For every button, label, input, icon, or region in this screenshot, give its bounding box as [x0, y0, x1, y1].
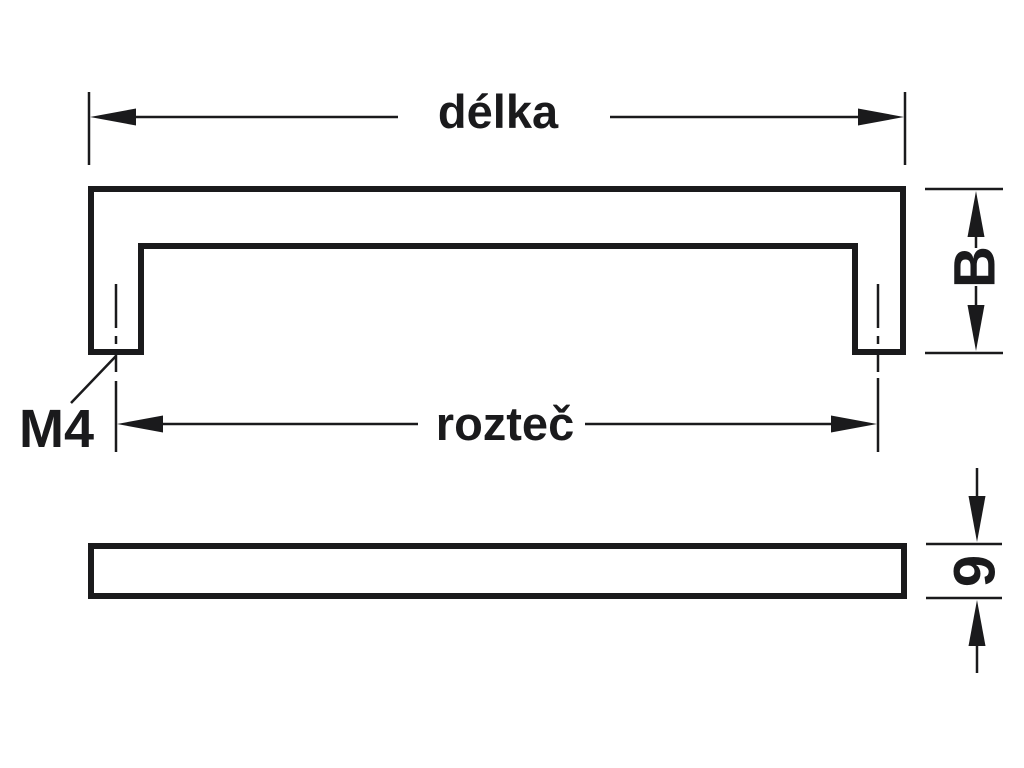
- arrowhead-up: [967, 191, 985, 237]
- arrowhead-right: [831, 415, 877, 433]
- thickness-label: 9: [943, 555, 1008, 587]
- leader-line: [70, 355, 117, 404]
- roztec-label: rozteč: [436, 397, 574, 450]
- arrowhead-right: [858, 108, 904, 126]
- handle-top-view-outline: [88, 186, 906, 355]
- handle-front-view-outline: [88, 543, 907, 599]
- arrowhead-down: [967, 305, 985, 351]
- m4-callout: M4: [19, 355, 117, 459]
- arrowhead-up: [968, 600, 986, 646]
- m4-label: M4: [19, 399, 94, 459]
- b-label: B: [943, 246, 1008, 288]
- delka-label: délka: [438, 85, 559, 138]
- arrowhead-left: [90, 108, 136, 126]
- arrowhead-left: [117, 415, 163, 433]
- arrowhead-down: [968, 496, 986, 542]
- b-dimension: B: [925, 187, 1008, 355]
- delka-dimension: délka: [87, 85, 907, 165]
- thickness-dimension: 9: [926, 468, 1008, 673]
- roztec-dimension: rozteč: [117, 397, 877, 450]
